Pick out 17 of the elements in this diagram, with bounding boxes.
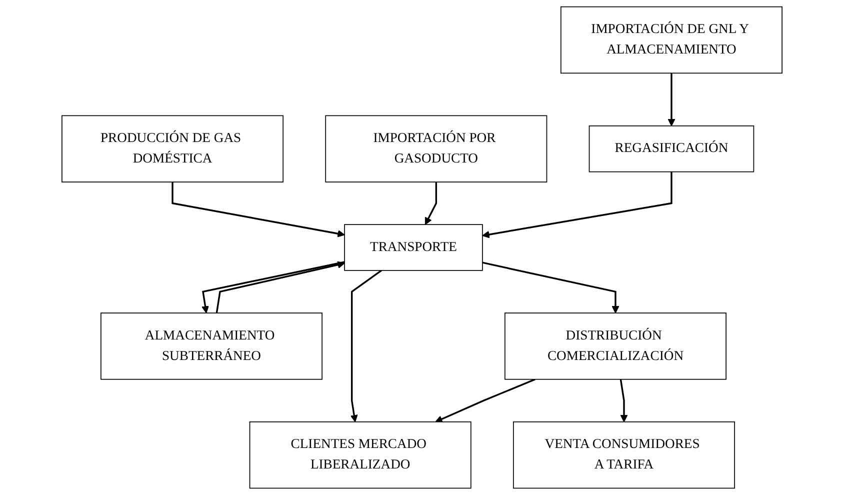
- arrow: [482, 172, 672, 238]
- arrow: [350, 270, 382, 422]
- node-box: REGASIFICACIÓN: [588, 125, 754, 172]
- node-box: PRODUCCIÓN DE GAS DOMÉSTICA: [62, 115, 284, 182]
- node-box: IMPORTACIÓN DE GNL Y ALMACENAMIENTO: [560, 6, 782, 74]
- node-box: CLIENTES MERCADO LIBERALIZADO: [249, 421, 472, 489]
- node-box: IMPORTACIÓN POR GASODUCTO: [325, 115, 548, 182]
- node-box: VENTA CONSUMIDORES A TARIFA: [513, 421, 735, 489]
- arrow: [172, 182, 345, 238]
- node-box: TRANSPORTE: [344, 224, 483, 271]
- arrow: [668, 73, 676, 126]
- node-box: DISTRIBUCIÓN COMERCIALIZACIÓN: [504, 312, 726, 380]
- arrow: [435, 378, 536, 423]
- arrow: [482, 262, 620, 314]
- arrow: [620, 379, 628, 422]
- node-box: ALMACENAMIENTO SUBTERRÁNEO: [100, 312, 322, 380]
- arrow: [424, 182, 438, 225]
